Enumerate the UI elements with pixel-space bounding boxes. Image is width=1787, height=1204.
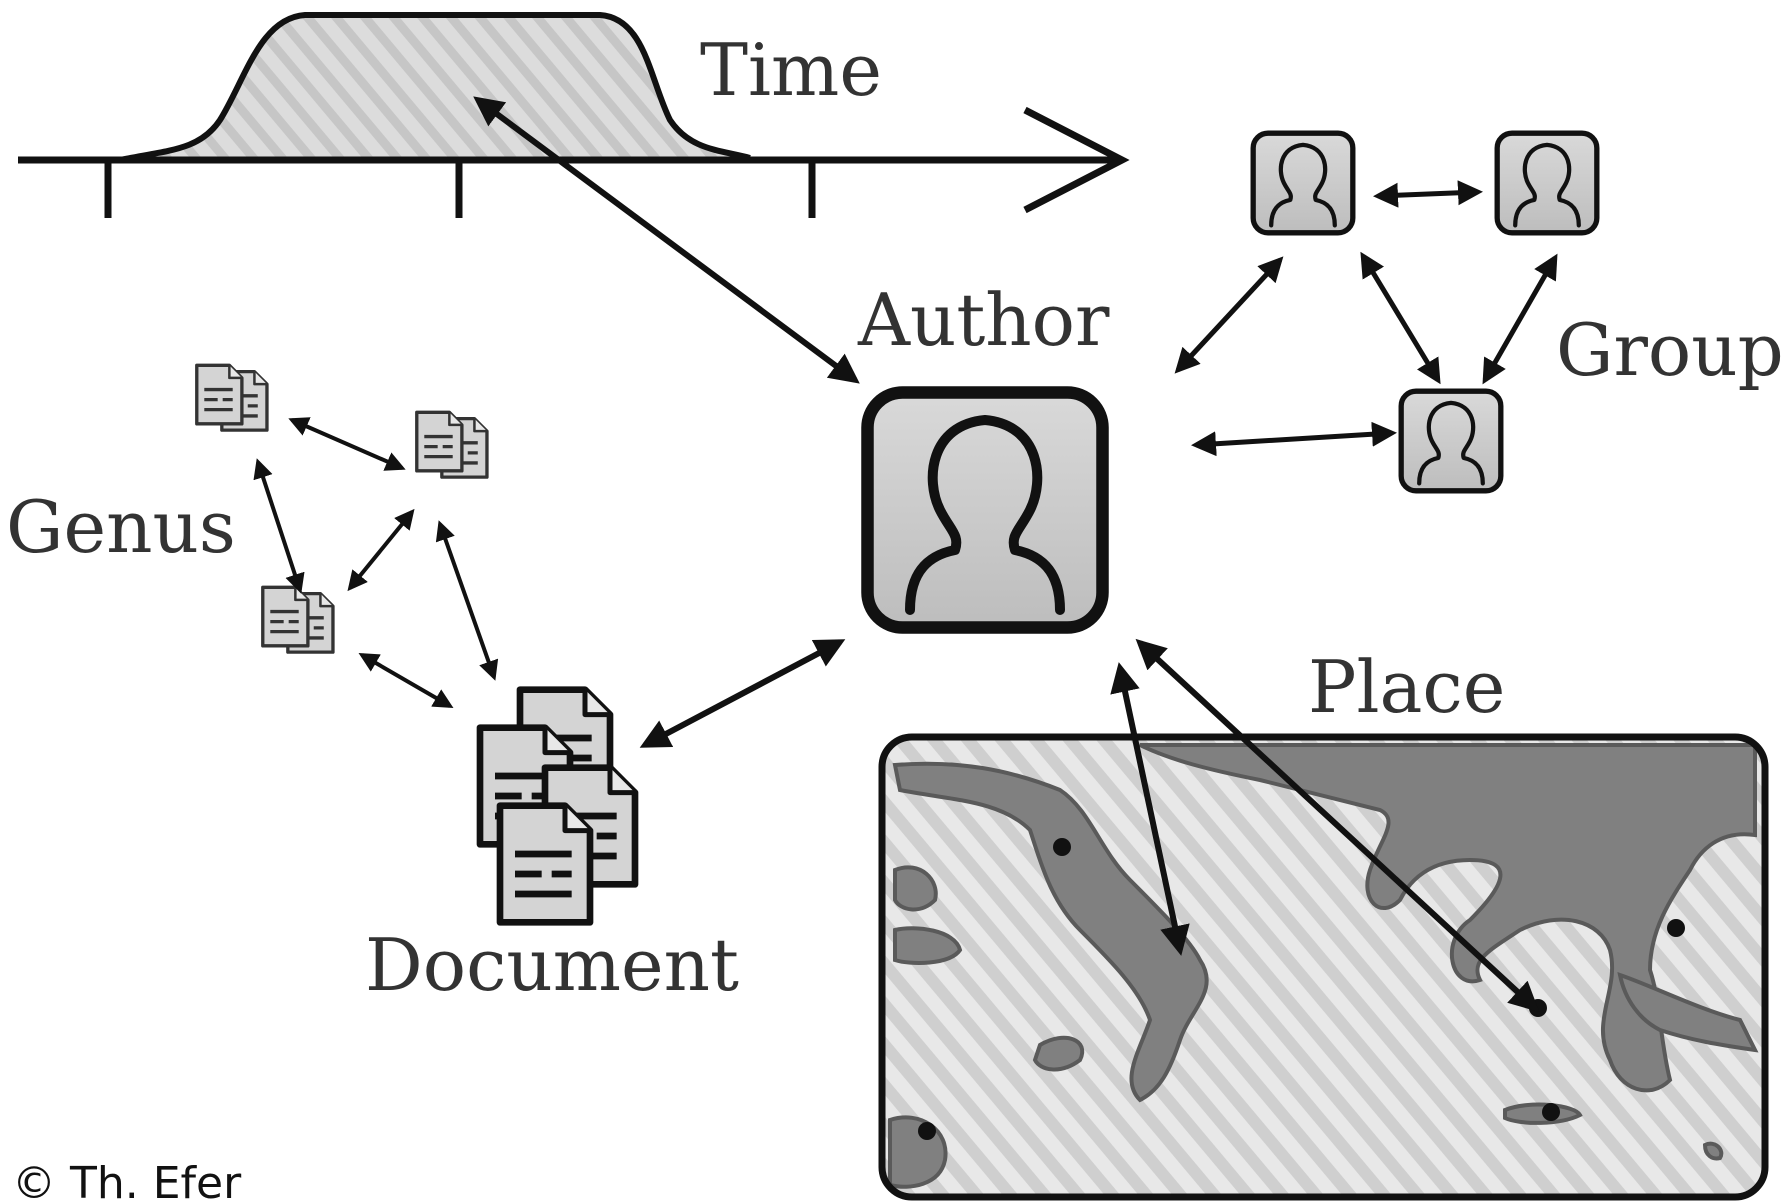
genus-doc-1-icon (197, 365, 267, 430)
document-stack-icon (480, 690, 635, 923)
arrow-author-group (1174, 256, 1284, 374)
arrow-member-1-2 (1373, 180, 1483, 208)
copyright-notice: © Th. Efer (12, 1158, 242, 1204)
arrow-author-place-2 (1135, 638, 1540, 1013)
arrow-author-member (1191, 421, 1397, 457)
arrow-genus-2-document (435, 520, 499, 681)
arrow-member-2-3 (1482, 253, 1558, 385)
genus-label: Genus (6, 485, 236, 569)
relation-arrows (253, 96, 1558, 1013)
arrow-genus-2-3 (347, 508, 415, 592)
arrow-time-author (473, 96, 860, 384)
arrow-genus-1-2 (288, 417, 406, 471)
arrow-genus-1-3 (253, 458, 305, 594)
genus-doc-2-icon (417, 412, 487, 477)
arrow-member-1-3 (1360, 251, 1441, 385)
place-label: Place (1308, 645, 1505, 729)
arrow-document-author (639, 639, 846, 748)
group-label: Group (1556, 308, 1784, 392)
group-member-1-icon (1253, 133, 1353, 233)
timeline (18, 12, 1130, 218)
genus-doc-3-icon (263, 587, 333, 652)
author-icon (868, 393, 1103, 628)
map (878, 733, 1769, 1201)
time-label: Time (700, 28, 882, 112)
author-label: Author (857, 278, 1110, 362)
document-label: Document (365, 923, 739, 1007)
group-member-2-icon (1497, 133, 1597, 233)
group-member-3-icon (1401, 391, 1501, 491)
arrow-genus-3-document (358, 652, 454, 709)
